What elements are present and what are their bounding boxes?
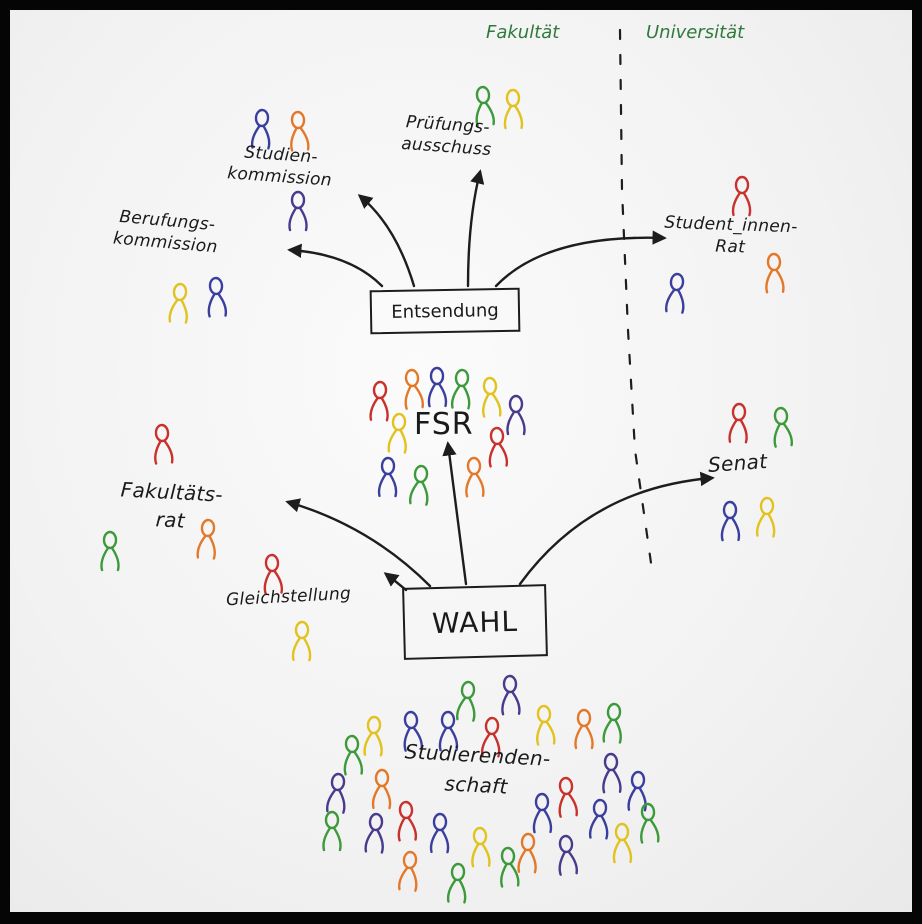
arrow-to-berufungskommission bbox=[287, 243, 384, 288]
person-icon bbox=[665, 272, 685, 314]
person-icon bbox=[532, 792, 553, 834]
person-icon bbox=[500, 846, 520, 888]
person-icon bbox=[290, 110, 310, 152]
label-senat: Senat bbox=[707, 448, 769, 478]
person-icon bbox=[371, 768, 392, 810]
person-icon bbox=[168, 282, 188, 324]
wahl-label: WAHL bbox=[431, 604, 519, 640]
person-icon bbox=[250, 108, 271, 150]
person-icon bbox=[364, 812, 384, 854]
arrow-to-fsr bbox=[442, 441, 468, 586]
person-icon bbox=[438, 710, 459, 752]
person-icon bbox=[343, 734, 364, 776]
person-icon bbox=[207, 276, 228, 318]
label-fakultaetsrat: Fakultäts- rat bbox=[120, 477, 224, 533]
person-icon bbox=[288, 190, 308, 232]
person-icon bbox=[765, 252, 785, 294]
person-icon bbox=[503, 88, 524, 130]
person-icon bbox=[602, 702, 622, 744]
person-icon bbox=[501, 674, 521, 716]
person-icon bbox=[377, 456, 398, 498]
person-icon bbox=[588, 798, 609, 840]
person-icon bbox=[404, 368, 424, 410]
person-icon bbox=[363, 715, 383, 757]
arrow-to-fakultaetsrat bbox=[285, 498, 432, 588]
person-icon bbox=[387, 412, 407, 454]
person-icon bbox=[427, 366, 448, 408]
person-icon bbox=[322, 810, 342, 852]
header-fakultaet: Fakultät bbox=[486, 22, 560, 43]
person-icon bbox=[475, 85, 495, 127]
person-icon bbox=[403, 710, 423, 752]
person-icon bbox=[100, 530, 120, 572]
person-icon bbox=[488, 426, 509, 468]
arrow-to-senat bbox=[518, 471, 715, 586]
person-icon bbox=[574, 708, 594, 750]
person-icon bbox=[369, 380, 389, 422]
person-icon bbox=[263, 553, 284, 595]
person-icon bbox=[429, 812, 450, 854]
person-icon bbox=[450, 368, 471, 410]
person-icon bbox=[397, 800, 418, 842]
arrow-to-gleichstellung bbox=[383, 572, 408, 592]
person-icon bbox=[409, 464, 429, 506]
label-fsr: FSR bbox=[414, 407, 474, 442]
person-icon bbox=[612, 822, 633, 864]
entsendung-box: Entsendung bbox=[369, 287, 521, 335]
person-icon bbox=[456, 680, 476, 722]
person-icon bbox=[731, 175, 752, 217]
person-icon bbox=[728, 402, 748, 444]
person-icon bbox=[471, 826, 491, 868]
divider-line bbox=[618, 28, 654, 572]
person-icon bbox=[465, 456, 485, 498]
person-icon bbox=[773, 406, 793, 448]
arrow-to-pruefungsausschuss bbox=[466, 169, 485, 288]
person-icon bbox=[398, 850, 418, 892]
person-icon bbox=[480, 716, 501, 758]
person-icon bbox=[602, 752, 622, 794]
person-icon bbox=[196, 518, 216, 560]
person-icon bbox=[517, 832, 537, 874]
person-icon bbox=[291, 620, 312, 662]
person-icon bbox=[640, 802, 660, 844]
label-studienkommission: Studien- kommission bbox=[226, 142, 333, 191]
connector-lines bbox=[285, 28, 715, 592]
label-studierendenschaft: Studierenden- schaft bbox=[404, 739, 552, 799]
label-pruefungsausschuss: Prüfungs- ausschuss bbox=[400, 112, 493, 161]
person-icon bbox=[558, 776, 578, 818]
paper-sheet: Fakultät Universität Entsendung WAHL Prü… bbox=[10, 10, 912, 912]
person-icon bbox=[506, 394, 526, 436]
arrow-to-studienkommission bbox=[357, 194, 416, 288]
label-berufungskommission: Berufungs- kommission bbox=[112, 206, 219, 258]
person-icon bbox=[482, 376, 502, 418]
person-icon bbox=[536, 704, 556, 746]
person-icon bbox=[720, 500, 741, 542]
wahl-box: WAHL bbox=[402, 584, 548, 660]
person-icon bbox=[755, 496, 776, 538]
entsendung-label: Entsendung bbox=[391, 299, 499, 323]
person-icon bbox=[326, 772, 346, 814]
arrow-to-studentinnenrat bbox=[494, 230, 667, 288]
person-icon bbox=[154, 423, 174, 465]
person-icon bbox=[627, 770, 647, 812]
person-icon bbox=[446, 862, 467, 904]
people-layer bbox=[100, 85, 793, 904]
label-studentinnenrat: Student_innen- Rat bbox=[664, 212, 798, 258]
header-universitaet: Universität bbox=[646, 22, 745, 43]
person-icon bbox=[558, 834, 578, 876]
